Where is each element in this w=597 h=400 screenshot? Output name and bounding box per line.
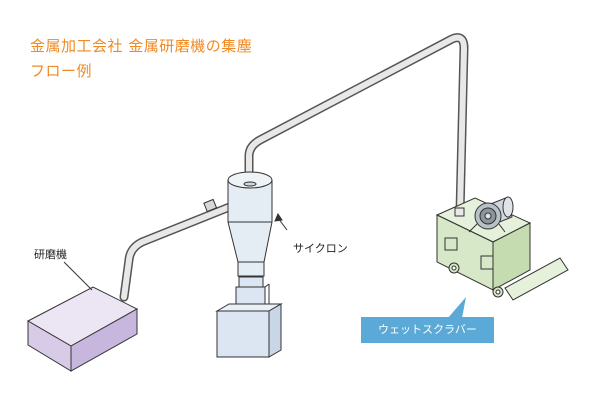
duct-cyclone-to-scrubber	[244, 33, 469, 217]
grinder-machine	[26, 286, 139, 372]
duct-coupling	[203, 198, 218, 213]
diagram-subtitle: フロー例	[30, 62, 93, 80]
wet-scrubber	[435, 196, 569, 301]
rotary-valve	[235, 276, 270, 308]
cyclone-arrowhead	[274, 212, 283, 222]
discharge-chute	[504, 257, 569, 301]
fan-icon	[468, 202, 506, 233]
leader-lines	[63, 212, 288, 291]
callout-pointer	[448, 297, 466, 318]
grinder-leader-line	[63, 261, 93, 291]
scrubber-callout: ウェットスクラバー	[361, 317, 494, 343]
cyclone-label: サイクロン	[293, 242, 348, 255]
cyclone-separator	[227, 171, 273, 277]
dust-container	[215, 303, 283, 358]
duct-grinder-to-cyclone	[119, 201, 237, 302]
diagram-title: 金属加工会社 金属研磨機の集塵	[30, 37, 253, 55]
grinder-label: 研磨機	[34, 248, 67, 261]
